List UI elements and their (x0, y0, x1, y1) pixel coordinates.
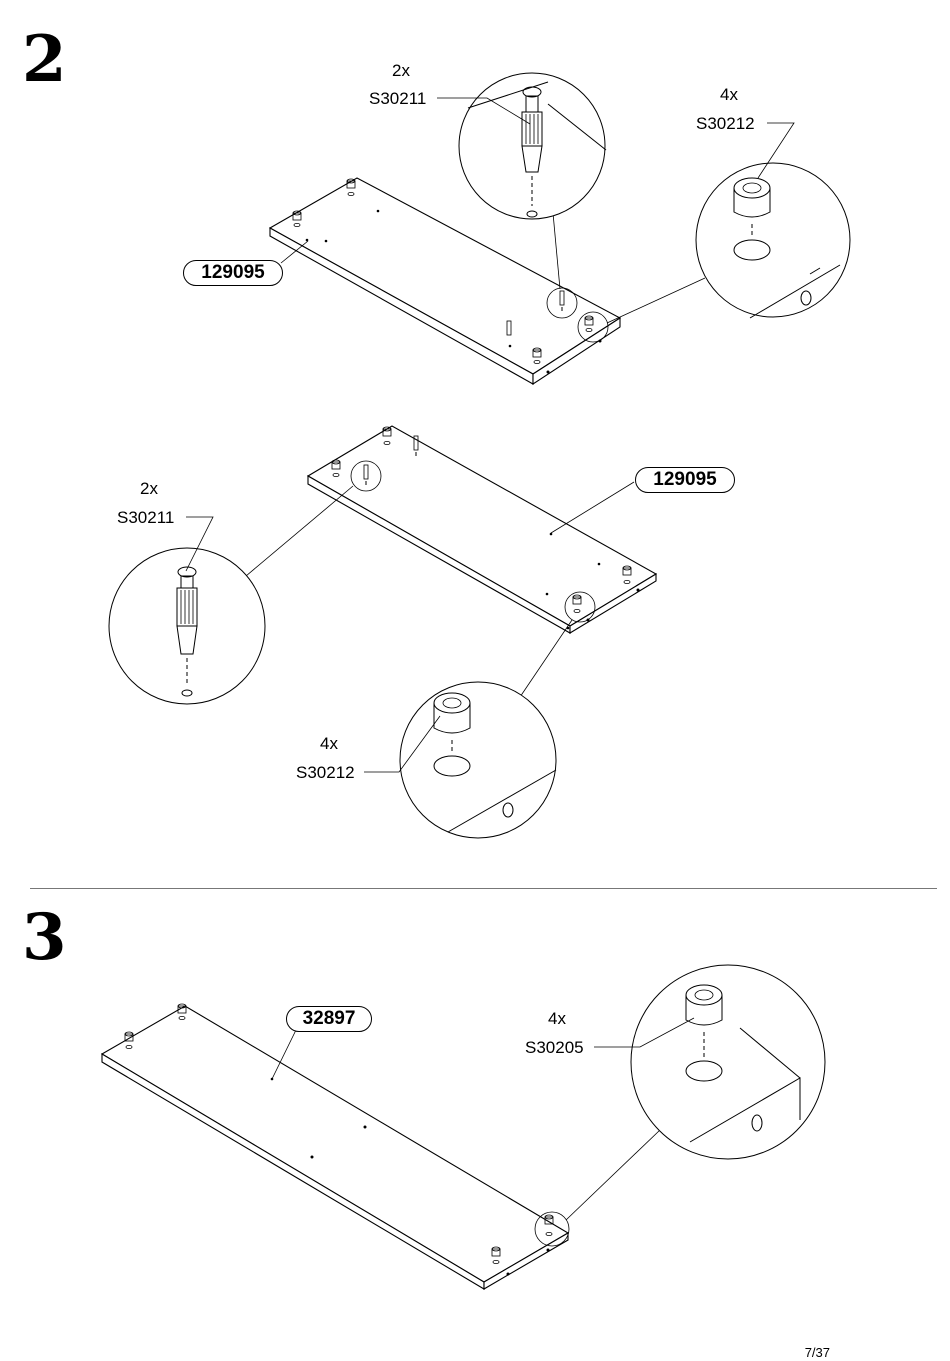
hardware-code-label: S30212 (296, 763, 355, 782)
cam-lock-icon (331, 426, 632, 614)
zoom-circle-icon (546, 287, 578, 319)
zoom-circle-icon (577, 311, 609, 343)
cam-lock-detail (399, 681, 557, 839)
step-number: 3 (22, 900, 67, 975)
hardware-code-label: S30212 (696, 114, 755, 133)
hardware-code-label: S30205 (525, 1038, 584, 1057)
part-number-label: 32897 (286, 1006, 372, 1032)
quantity-label: 4x (320, 734, 338, 753)
page-number: 7/37 (804, 1345, 830, 1360)
dowel-detail (108, 547, 266, 705)
part-number-label: 129095 (183, 260, 283, 286)
dowel-icon (363, 435, 419, 487)
part-number-label: 129095 (635, 467, 735, 493)
cam-lock-icon (124, 1003, 554, 1265)
dowel-detail (458, 72, 607, 220)
dowel-icon (506, 290, 565, 336)
cam-lock-detail (630, 964, 826, 1160)
hardware-code-label: S30211 (117, 508, 175, 527)
zoom-circle-icon (350, 460, 382, 492)
zoom-circle-icon (564, 591, 596, 623)
step-number: 2 (22, 22, 67, 97)
quantity-label: 2x (140, 479, 158, 498)
quantity-label: 4x (548, 1009, 566, 1028)
quantity-label: 4x (720, 85, 738, 104)
quantity-label: 2x (392, 61, 410, 80)
cam-lock-detail (695, 162, 851, 319)
board-panel (268, 177, 622, 386)
cam-lock-icon (292, 178, 594, 364)
zoom-circle-icon (534, 1211, 570, 1247)
hardware-code-label: S30211 (369, 89, 427, 108)
board-panel (306, 425, 658, 634)
section-divider (30, 888, 937, 889)
board-panel (100, 1005, 570, 1290)
